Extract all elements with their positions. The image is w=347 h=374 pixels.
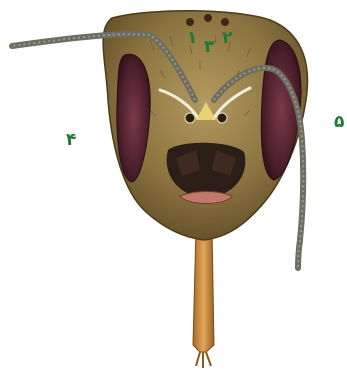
label-4: ۴ bbox=[66, 132, 76, 149]
label-3: ۳ bbox=[204, 39, 214, 56]
label-2: ۲ bbox=[222, 30, 232, 47]
label-5: ۵ bbox=[334, 114, 344, 131]
proboscis bbox=[193, 228, 214, 368]
label-1: ۱ bbox=[187, 30, 197, 47]
